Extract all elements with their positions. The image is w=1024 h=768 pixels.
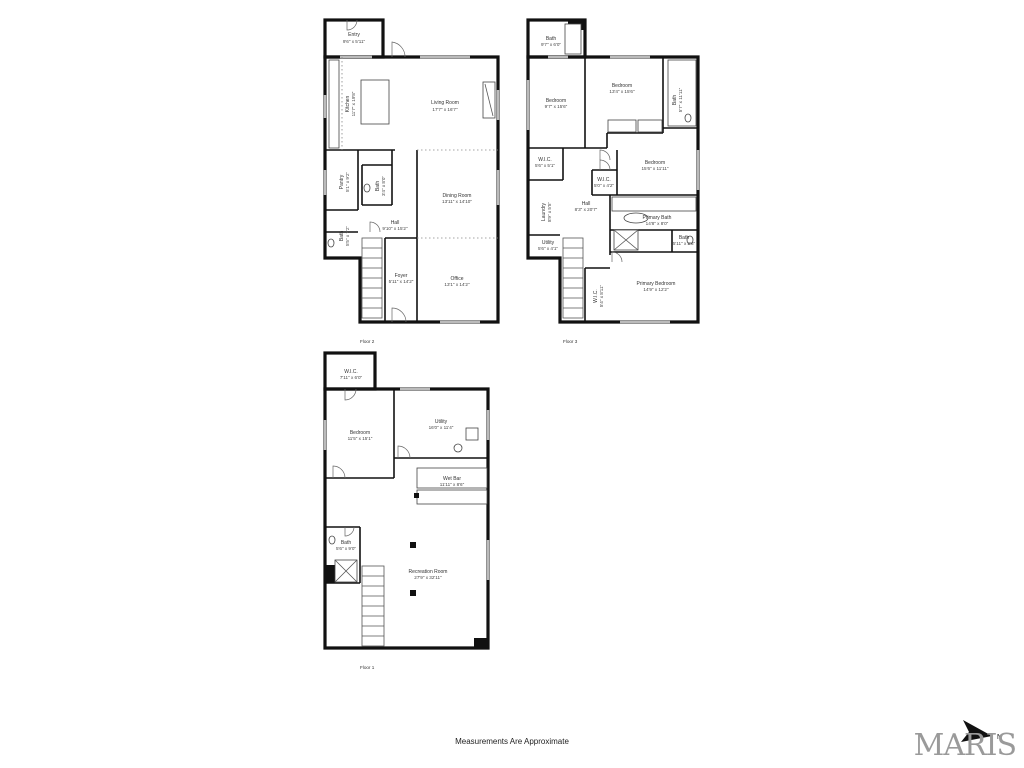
room-name: Bath xyxy=(339,231,345,242)
room-name: Laundry xyxy=(541,202,547,221)
room-name: Bath xyxy=(546,36,557,42)
room-dims: 14'9" x 12'2" xyxy=(643,287,669,292)
stairs-floor1 xyxy=(361,565,385,647)
room-dims: 5'6" x 9'0" xyxy=(336,546,356,551)
room-dims: 5'4" x 8'11" xyxy=(599,284,604,307)
room-name: Bedroom xyxy=(612,83,632,89)
room-name: Entry xyxy=(348,32,360,38)
room-dims: 5'11" x 2'6" xyxy=(673,241,696,246)
room-dims: 13'4" x 15'6" xyxy=(609,89,635,94)
floor-1-plan: W.I.C. 7'11" x 6'0" Utility 16'0" x 11'4… xyxy=(323,351,490,670)
room-dims: 9'10" x 15'2" xyxy=(382,226,408,231)
room-name: Wet Bar xyxy=(443,476,461,482)
room-name: Hall xyxy=(391,220,400,226)
room-dims: 5'1" x 9'2" xyxy=(345,172,350,192)
room-dims: 5'11" x 14'2" xyxy=(389,279,414,284)
room-dims: 13'1" x 14'2" xyxy=(444,282,470,287)
room-dims: 13'11" x 14'10" xyxy=(442,199,472,204)
room-name: W.I.C. xyxy=(593,289,599,303)
room-name: Bedroom xyxy=(350,430,370,436)
floor-label: Floor 3 xyxy=(563,339,578,344)
room-name: W.I.C. xyxy=(538,157,552,163)
room-dims: 5'0" x 4'2" xyxy=(594,183,614,188)
room-dims: 16'0" x 11'4" xyxy=(429,425,454,430)
room-dims: 5'6" x 5'1" xyxy=(535,163,555,168)
room-dims: 5'6" x 4'1" xyxy=(538,246,558,251)
room-dims: 7'11" x 6'0" xyxy=(340,375,363,380)
room-dims: 9'6" x 5'11" xyxy=(343,39,366,44)
room-dims: 9'7" x 6'0" xyxy=(541,42,561,47)
room-name: Kitchen xyxy=(345,95,351,112)
room-name: Bedroom xyxy=(546,98,566,104)
room-dims: 15'6" x 11'11" xyxy=(641,166,668,171)
room-dims: 17'7" x 16'7" xyxy=(432,107,458,112)
measurement-disclaimer: Measurements Are Approximate xyxy=(455,737,569,746)
room-name: W.I.C. xyxy=(344,369,358,375)
room-name: Bedroom xyxy=(645,160,665,166)
room-dims: 11'11" x 8'6" xyxy=(440,482,465,487)
floor-label: Floor 2 xyxy=(360,339,375,344)
room-dims: 9'7" x 15'6" xyxy=(545,104,568,109)
room-dims: 8'9" x 5'5" xyxy=(547,202,552,222)
floor-label: Floor 1 xyxy=(360,665,375,670)
room-name: Living Room xyxy=(431,100,459,106)
room-dims: 8'3" x 20'7" xyxy=(575,207,598,212)
room-name: Utility xyxy=(435,419,448,425)
floor-3-plan: Bath 9'7" x 6'0" Bedroom 9'7" x 15'6" Be… xyxy=(526,18,700,344)
room-dims: 5'7" x 11'11" xyxy=(678,87,683,112)
maris-logo: MARIS xyxy=(913,728,1017,763)
room-name: Pantry xyxy=(339,174,345,189)
room-name: Utility xyxy=(542,240,555,246)
room-name: Bath xyxy=(341,540,352,546)
room-dims: 11'7" x 19'8" xyxy=(351,91,356,116)
room-name: Primary Bath xyxy=(643,215,672,221)
room-name: Recreation Room xyxy=(409,569,448,575)
room-name: Bath xyxy=(375,181,381,192)
stairs-floor2 xyxy=(361,237,383,319)
stairs-floor3 xyxy=(562,237,584,319)
room-name: Primary Bedroom xyxy=(637,281,676,287)
room-name: W.I.C. xyxy=(597,177,611,183)
floor-2-plan: Entry 9'6" x 5'11" Living Room 17'7" x 1… xyxy=(323,18,500,344)
room-name: Hall xyxy=(582,201,591,207)
room-name: Foyer xyxy=(395,273,408,279)
room-dims: 27'9" x 32'11" xyxy=(414,575,442,580)
svg-text:N: N xyxy=(997,734,1002,741)
room-dims: 11'5" x 15'1" xyxy=(348,436,373,441)
room-name: Bath xyxy=(679,235,690,241)
north-arrow-icon: N xyxy=(961,720,1002,742)
room-name: Bath xyxy=(672,95,678,106)
room-dims: 14'8" x 8'0" xyxy=(646,221,669,226)
room-name: Dining Room xyxy=(443,193,472,199)
room-name: Office xyxy=(451,276,464,282)
room-dims: 5'5" x 7'2" xyxy=(345,226,350,246)
room-dims: 3'4" x 8'0" xyxy=(381,176,386,196)
